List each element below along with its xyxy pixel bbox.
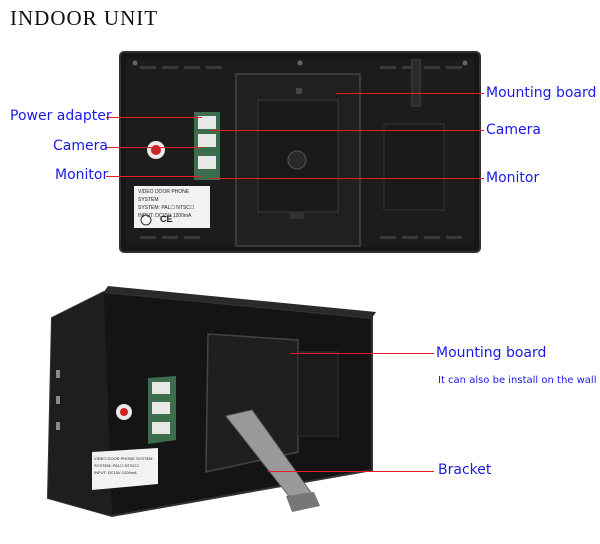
leader-mounting-board-bottom xyxy=(290,353,434,354)
device-label-top: VIDEO DOOR PHONE SYSTEM SYSTEM: PAL☐ NTS… xyxy=(138,188,210,220)
device-label-line3-b: INPUT: DC15V 1200mA xyxy=(94,470,137,475)
leader-mounting-board-top xyxy=(336,93,484,94)
leader-monitor-right xyxy=(210,178,484,179)
label-power-adapter: Power adapter xyxy=(10,108,112,124)
ce-mark-top: CE xyxy=(160,214,173,224)
device-angled-view xyxy=(46,286,376,518)
leader-monitor-left xyxy=(106,176,202,177)
leader-bracket xyxy=(268,471,434,472)
device-label-line2-b: SYSTEM: PAL☐ NTSC☐ xyxy=(94,463,140,468)
device-label-line2: SYSTEM: PAL☐ NTSC☐ xyxy=(138,205,195,211)
label-camera-left: Camera xyxy=(53,138,108,154)
leader-camera-right xyxy=(210,130,484,131)
page-title: INDOOR UNIT xyxy=(10,6,159,30)
label-mounting-board-top: Mounting board xyxy=(486,85,597,101)
leader-camera-left xyxy=(106,147,202,148)
label-mounting-board-bottom: Mounting board xyxy=(436,345,547,361)
device-label-bottom: VIDEO DOOR PHONE SYSTEM SYSTEM: PAL☐ NTS… xyxy=(94,455,158,476)
label-bracket: Bracket xyxy=(438,462,492,478)
leader-power-adapter xyxy=(106,117,202,118)
device-label-line3: INPUT: DC15V 1200mA xyxy=(138,213,192,219)
device-label-line1-b: VIDEO DOOR PHONE SYSTEM xyxy=(94,456,153,461)
device-rear-view xyxy=(119,51,481,253)
label-monitor-right: Monitor xyxy=(486,170,540,186)
label-camera-right: Camera xyxy=(486,122,541,138)
label-wall-note: It can also be install on the wall xyxy=(438,375,597,386)
label-monitor-left: Monitor xyxy=(55,167,109,183)
device-label-line1: VIDEO DOOR PHONE SYSTEM xyxy=(138,189,190,203)
